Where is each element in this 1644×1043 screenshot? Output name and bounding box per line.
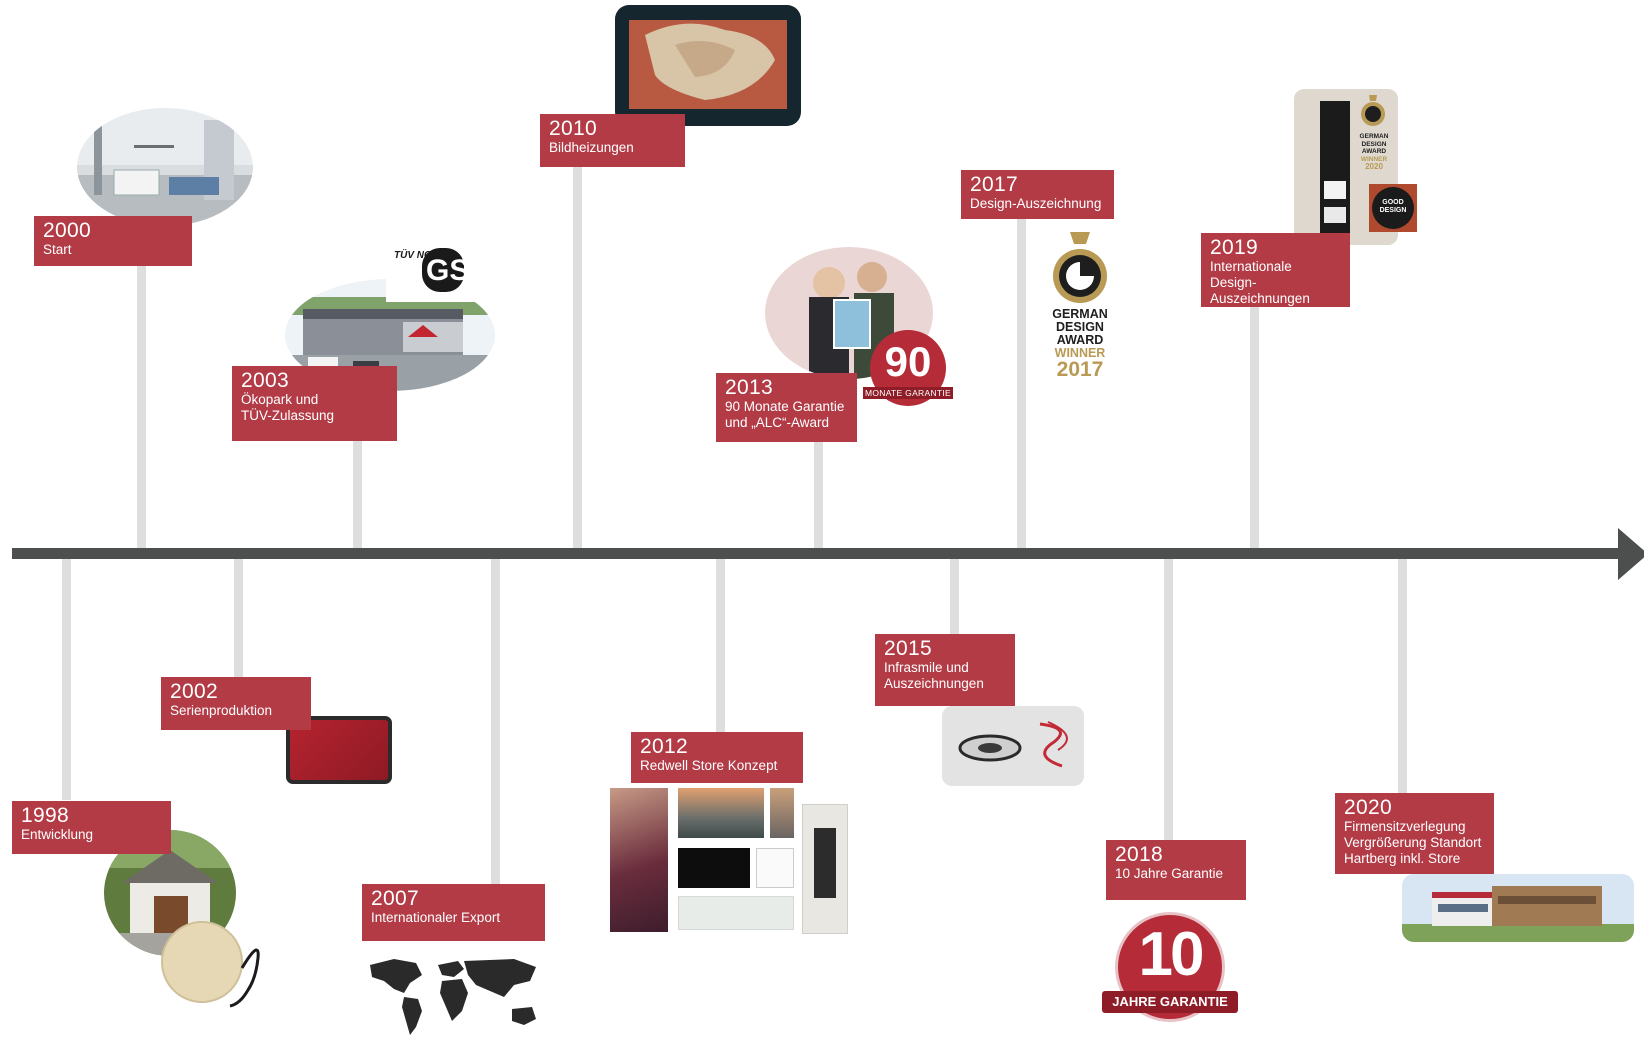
picture-heater-image [615, 5, 801, 126]
stem-2002 [234, 559, 243, 677]
stem-2018 [1164, 559, 1173, 840]
garantie-10-caption: JAHRE GARANTIE [1102, 991, 1238, 1013]
good-design-badge: GOOD DESIGN [1369, 184, 1417, 232]
infrasmile-product-image [942, 706, 1084, 786]
stem-2003 [353, 440, 362, 548]
event-text: Redwell Store Konzept [640, 758, 778, 773]
good-design-line-1: GOOD [1382, 199, 1404, 206]
german-design-award-2017-logo: GERMAN DESIGN AWARD WINNER 2017 [1042, 232, 1118, 382]
event-text: 10 Jahre Garantie [1115, 866, 1224, 881]
gda2017-line-1: GERMAN [1052, 307, 1108, 321]
stem-2000 [137, 264, 146, 548]
workshop-photo [75, 106, 255, 228]
headquarters-photo [1402, 874, 1634, 942]
event-text: Entwicklung [21, 827, 94, 842]
event-label-2015: 2015 Infrasmile und Auszeichnungen [875, 634, 1015, 706]
stem-2010 [573, 167, 582, 548]
timeline-axis [12, 548, 1624, 559]
stem-1998 [62, 559, 71, 800]
stem-2019 [1250, 306, 1259, 548]
world-map-image [370, 959, 536, 1035]
event-year: 2020 [1344, 796, 1392, 819]
gda2020-line-2: DESIGN [1361, 140, 1387, 148]
event-label-2017: 2017 Design-Auszeichnung [961, 170, 1114, 219]
tuv-nord-gs-logo: TÜV NORD GS [386, 236, 486, 302]
event-label-2018: 2018 10 Jahre Garantie [1106, 840, 1246, 900]
event-text: Internationale Design- Auszeichnungen [1210, 259, 1310, 306]
event-year: 2010 [549, 117, 597, 140]
event-label-1998: 1998 Entwicklung [12, 801, 171, 854]
gda2017-line-3: AWARD [1056, 333, 1104, 347]
event-text: Infrasmile und Auszeichnungen [884, 660, 984, 691]
gda2020-line-5: 2020 [1365, 162, 1383, 171]
event-label-2003: 2003 Ökopark und TÜV-Zulassung [232, 366, 397, 441]
event-year: 2003 [241, 369, 289, 392]
gda2020-line-3: AWARD [1361, 148, 1387, 155]
store-concept-collage [610, 788, 850, 936]
award-medal-icon [1361, 95, 1385, 126]
garantie-90-caption: MONATE GARANTIE [863, 387, 953, 399]
event-text: Firmensitzverlegung Vergrößerung Standor… [1344, 819, 1482, 866]
award-medal-icon [1053, 232, 1107, 303]
event-text: 90 Monate Garantie und „ALC“-Award [725, 399, 845, 430]
event-year: 2000 [43, 219, 91, 242]
gda2020-line-4: WINNER [1360, 155, 1388, 163]
event-year: 1998 [21, 804, 69, 827]
garantie-10-badge: 10 JAHRE GARANTIE [1102, 912, 1238, 1024]
event-label-2013: 2013 90 Monate Garantie und „ALC“-Award [716, 373, 857, 442]
stem-2015 [950, 559, 959, 634]
event-label-2000: 2000 Start [34, 216, 192, 266]
garantie-90-number: 90 [884, 338, 932, 385]
event-text: Start [43, 242, 72, 257]
event-label-2012: 2012 Redwell Store Konzept [631, 732, 803, 783]
event-text: Internationaler Export [371, 910, 501, 925]
round-heater-image [161, 921, 260, 1008]
stem-2007 [491, 559, 500, 884]
event-year: 2012 [640, 735, 688, 758]
stem-2017 [1017, 218, 1026, 548]
tuv-gs-text: GS [426, 254, 469, 287]
event-label-2020: 2020 Firmensitzverlegung Vergrößerung St… [1335, 793, 1494, 874]
garantie-90-badge: 90 MONATE GARANTIE [863, 330, 953, 410]
stem-2013 [814, 441, 823, 548]
event-year: 2007 [371, 887, 419, 910]
event-label-2019: 2019 Internationale Design- Auszeichnung… [1201, 233, 1350, 307]
event-year: 2002 [170, 680, 218, 703]
event-year: 2018 [1115, 843, 1163, 866]
good-design-line-2: DESIGN [1379, 207, 1407, 214]
stem-2020 [1398, 559, 1407, 794]
event-year: 2013 [725, 376, 773, 399]
event-text: Ökopark und TÜV-Zulassung [241, 392, 335, 423]
gda2020-line-1: GERMAN [1359, 133, 1389, 140]
event-year: 2015 [884, 637, 932, 660]
event-label-2002: 2002 Serienproduktion [161, 677, 311, 730]
timeline-arrow-icon [1618, 528, 1644, 580]
gda2017-line-4: WINNER [1054, 346, 1106, 360]
event-label-2007: 2007 Internationaler Export [362, 884, 545, 941]
stem-2012 [716, 559, 725, 732]
event-text: Bildheizungen [549, 140, 634, 155]
event-year: 2017 [970, 173, 1018, 196]
event-year: 2019 [1210, 236, 1258, 259]
gda2017-line-5: 2017 [1056, 358, 1104, 381]
garantie-10-number: 10 [1138, 920, 1205, 989]
event-text: Serienproduktion [170, 703, 273, 718]
gda2017-line-2: DESIGN [1056, 320, 1104, 334]
event-label-2010: 2010 Bildheizungen [540, 114, 685, 167]
event-text: Design-Auszeichnung [970, 196, 1102, 211]
